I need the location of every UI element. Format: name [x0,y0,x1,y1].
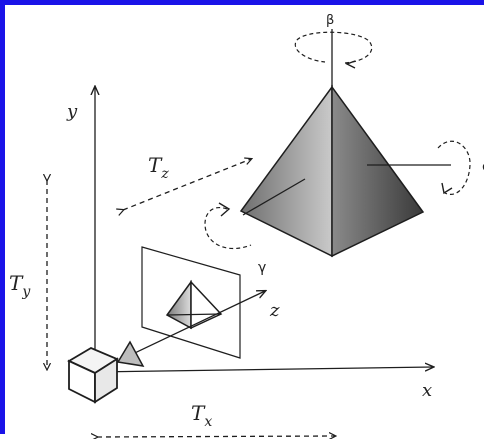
camera-cube [67,346,119,404]
beta-rotation-arrow [294,31,373,69]
tz-arrow [123,159,251,210]
gamma-label: γ [258,260,266,276]
projected-pyramid [165,279,223,330]
alpha-label: c [482,159,484,175]
tx-label: Tx [191,401,212,430]
x-axis-label: x [422,380,432,401]
y-axis-label: y [66,101,78,122]
x-axis [92,367,433,373]
gamma-rotation-axis [242,178,306,216]
object-pyramid [239,84,425,258]
tz-label: Tz [148,153,169,182]
gamma-rotation-arrow [204,202,252,250]
camera-lens [116,340,145,367]
image-plane [141,246,241,359]
ty-label: Ty [9,271,31,300]
pose-diagram: y x Tz Ty Tx z β c [9,13,484,439]
z-axis-label: z [269,300,280,321]
alpha-rotation-arrow [437,140,471,195]
tx-arrow [97,436,335,437]
beta-label: β [326,13,334,28]
